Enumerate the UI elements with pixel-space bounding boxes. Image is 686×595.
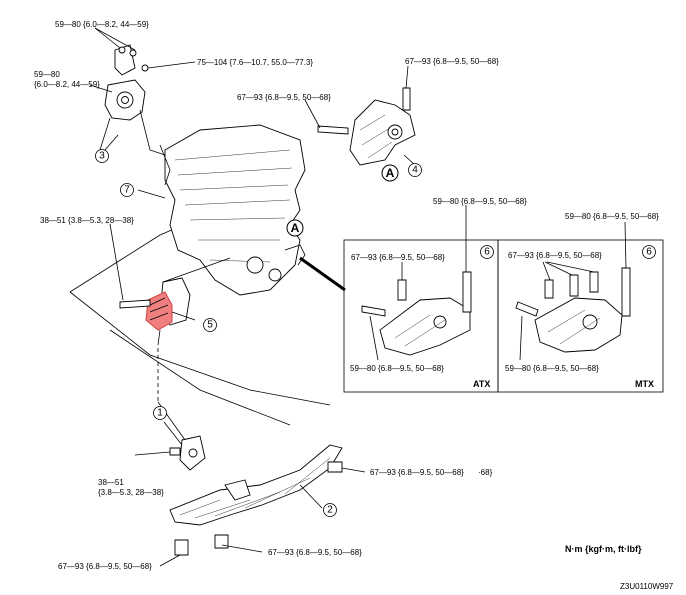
- callout-4: 4: [408, 163, 422, 177]
- engine-mount-5: [119, 257, 231, 346]
- torque-label-mid-right: 67—93 {6.8—9.5, 50—68}: [237, 93, 331, 102]
- svg-text:6: 6: [484, 247, 490, 258]
- detail-box-atx-mtx: [299, 239, 664, 393]
- torque-label-top-mid: 75—104 {7.6—10.7, 55.0—77.3}: [197, 58, 313, 67]
- atx-mount: [361, 271, 472, 356]
- torque-label-mtx-top: 67—93 {6.8—9.5, 50—68}: [508, 251, 602, 260]
- highlighted-mount: [145, 291, 173, 331]
- torque-label-bottom-mid: 67—93 {6.8—9.5, 50—68}: [268, 548, 362, 557]
- engine-assembly: [159, 124, 306, 296]
- mtx-mount: [515, 267, 631, 353]
- leader-lines: [89, 27, 627, 567]
- svg-text:1: 1: [157, 408, 163, 419]
- callout-7: 7: [120, 183, 134, 197]
- engine-mount-4: [317, 87, 416, 166]
- callout-3: 3: [95, 149, 109, 163]
- svg-text:2: 2: [327, 505, 333, 516]
- torque-label-bottom-left: 67—93 {6.8—9.5, 50—68}: [58, 562, 152, 571]
- torque-label-bolt-4: 59—80 {6.8—9.5, 50—68}: [433, 197, 527, 206]
- units-note: N·m {kgf·m, ft·lbf}: [565, 544, 642, 554]
- figure-code: Z3U0110W997: [620, 582, 674, 591]
- panel-label-atx: ATX: [473, 379, 490, 389]
- crossmember-2: [169, 444, 343, 556]
- torque-label-atx-top: 67—93 {6.8—9.5, 50—68}: [351, 253, 445, 262]
- svg-text:A: A: [386, 166, 395, 180]
- svg-text:3: 3: [99, 151, 105, 162]
- callout-5: 5: [203, 318, 217, 332]
- torque-label-atx-bottom: 59—80 {6.8—9.5, 50—68}: [350, 364, 444, 373]
- svg-text:5: 5: [207, 320, 213, 331]
- engine-mount-3: [99, 44, 166, 156]
- svg-text:4: 4: [412, 165, 418, 176]
- callout-1: 1: [153, 406, 167, 420]
- torque-label-left-a: 59—80: [34, 70, 60, 79]
- svg-text:A: A: [291, 221, 300, 235]
- panel-label-mtx: MTX: [635, 379, 654, 389]
- torque-label-left-mount: 38—51 {3.8—5.3, 28—38}: [40, 216, 134, 225]
- torque-label-cross-right: 67—93 {6.8—9.5, 50—68}: [370, 468, 464, 477]
- callout-6-atx: 6: [480, 245, 494, 259]
- torque-label-cross-right-suffix: ·68}: [478, 468, 493, 477]
- callout-2: 2: [323, 503, 337, 517]
- torque-label-lower-b: {3.8—5.3, 28—38}: [98, 488, 164, 497]
- callout-a-engine: A: [286, 219, 304, 237]
- torque-label-lower-a: 38—51: [98, 478, 124, 487]
- torque-label-mtx-top-right: 59—80 {6.8—9.5, 50—68}: [565, 212, 659, 221]
- callout-6-mtx: 6: [642, 245, 656, 259]
- svg-text:7: 7: [124, 185, 130, 196]
- torque-label-mtx-bottom: 59—80 {6.8—9.5, 50—68}: [505, 364, 599, 373]
- torque-label-left-b: {6.0—8.2, 44—59}: [34, 80, 100, 89]
- torque-label-top-right: 67—93 {6.8—9.5, 50—68}: [405, 57, 499, 66]
- torque-label-top-left: 59—80 {6.0—8.2, 44—59}: [55, 20, 149, 29]
- engine-mount-1: [169, 435, 206, 471]
- callout-a-top: A: [381, 164, 399, 182]
- svg-text:6: 6: [646, 247, 652, 258]
